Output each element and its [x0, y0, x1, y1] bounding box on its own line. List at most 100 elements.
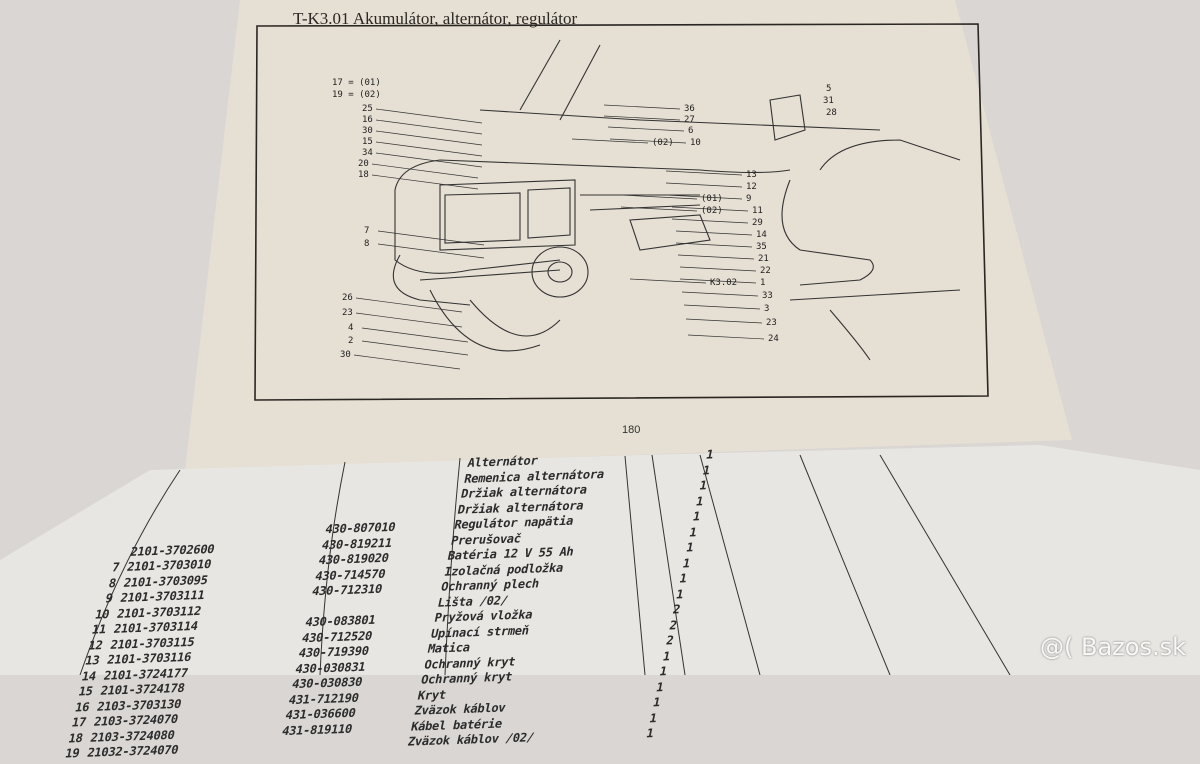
- leader-line: [683, 304, 761, 310]
- leader-line: [377, 243, 485, 259]
- photo-background: [0, 0, 1200, 675]
- cell-qty: 2: [668, 617, 679, 632]
- leader-line: [677, 254, 755, 260]
- diagram-frame: [254, 23, 989, 401]
- leader-line: [679, 266, 757, 272]
- callout-label: 6: [688, 126, 694, 136]
- cell-qty: 1: [684, 540, 695, 555]
- leader-line: [665, 182, 743, 188]
- leader-line: [671, 206, 749, 212]
- leader-line: [607, 126, 685, 132]
- leader-line: [375, 130, 483, 146]
- leader-line: [665, 170, 743, 176]
- page-number: 180: [622, 424, 641, 436]
- leader-line: [375, 152, 483, 168]
- leader-line: [665, 194, 743, 200]
- callout-label: 20: [358, 159, 369, 169]
- leader-line: [687, 334, 765, 340]
- callout-label: 19 = (02): [332, 90, 381, 100]
- cell-ref: [277, 735, 401, 755]
- leader-line: [361, 340, 469, 356]
- cell-qty: 1: [704, 447, 715, 462]
- page-title: T-K3.01 Akumulátor, alternátor, reguláto…: [293, 9, 578, 28]
- leader-line: [603, 104, 681, 110]
- leader-line: [620, 206, 698, 212]
- car-diagram: [392, 39, 961, 361]
- callout-label: 25: [362, 104, 373, 114]
- callout-label: (02): [701, 206, 723, 216]
- leader-line: [375, 141, 483, 157]
- callout-label: 30: [362, 126, 373, 136]
- cell-qty: 1: [681, 555, 692, 571]
- callout-label: 35: [756, 242, 767, 252]
- cell-qty: 2: [664, 633, 675, 648]
- leader-line: [675, 242, 753, 248]
- cell-qty: 1: [701, 462, 712, 478]
- callout-label: 7: [364, 226, 370, 236]
- leader-line: [609, 138, 687, 144]
- leader-line: [375, 108, 483, 124]
- callout-label: (02): [652, 138, 674, 148]
- cell-qty: 1: [661, 648, 672, 663]
- callout-label: 23: [766, 318, 777, 328]
- leader-line: [671, 218, 749, 224]
- callout-label: 31: [823, 96, 834, 106]
- callout-label: 29: [752, 218, 763, 228]
- callout-label: 2: [348, 336, 354, 346]
- cell-qty: 1: [694, 493, 705, 509]
- callout-label: 5: [826, 84, 832, 94]
- cell-qty: 1: [648, 710, 659, 725]
- callout-label: 27: [684, 115, 695, 125]
- leader-line: [353, 354, 461, 370]
- leader-line: [377, 230, 485, 246]
- leader-line: [679, 278, 757, 284]
- cell-qty: 1: [688, 524, 699, 540]
- leader-line: [629, 278, 707, 284]
- table-rules: [79, 454, 1011, 675]
- cell-qty: 1: [654, 679, 665, 694]
- cell-qty: 1: [658, 664, 669, 679]
- leader-line: [603, 115, 681, 121]
- callout-label: 13: [746, 170, 757, 180]
- callout-label: 24: [768, 334, 779, 344]
- leader-line: [685, 318, 763, 324]
- cell-pos: 19: [63, 746, 81, 761]
- callout-label: 36: [684, 104, 695, 114]
- callout-label: 12: [746, 182, 757, 192]
- callout-label: 16: [362, 115, 373, 125]
- cell-qty: 1: [674, 586, 685, 601]
- callout-label: 4: [348, 323, 354, 333]
- callout-label: 22: [760, 266, 771, 276]
- callout-label: 33: [762, 291, 773, 301]
- callout-label: 26: [342, 293, 353, 303]
- leader-line: [675, 230, 753, 236]
- leader-line: [361, 327, 469, 343]
- leader-line: [375, 119, 483, 135]
- callout-label: K3.02: [710, 278, 738, 288]
- callout-label: 23: [342, 308, 353, 318]
- callout-label: 3: [764, 304, 770, 314]
- callout-label: 8: [364, 239, 370, 249]
- callout-label: 34: [362, 148, 373, 158]
- leader-line: [371, 163, 479, 179]
- leader-line: [571, 138, 649, 144]
- leader-line: [355, 312, 463, 328]
- callout-label: 11: [752, 206, 763, 216]
- cell-qty: 1: [651, 695, 662, 710]
- cell-qty: 1: [698, 478, 709, 493]
- leader-line: [355, 297, 463, 313]
- callout-label: 15: [362, 137, 373, 147]
- lower-page: [0, 445, 1200, 675]
- cell-qty: 1: [691, 509, 702, 524]
- leader-line: [620, 194, 698, 200]
- cell-qty: 2: [671, 602, 682, 617]
- leader-line: [371, 174, 479, 190]
- callout-label: 1: [760, 278, 766, 288]
- callout-label: 17 = (01): [332, 78, 381, 88]
- callout-label: 9: [746, 194, 752, 204]
- leader-line: [681, 291, 759, 297]
- callout-label: 30: [340, 350, 351, 360]
- callout-label: 18: [358, 170, 369, 180]
- cell-qty: 1: [644, 726, 655, 741]
